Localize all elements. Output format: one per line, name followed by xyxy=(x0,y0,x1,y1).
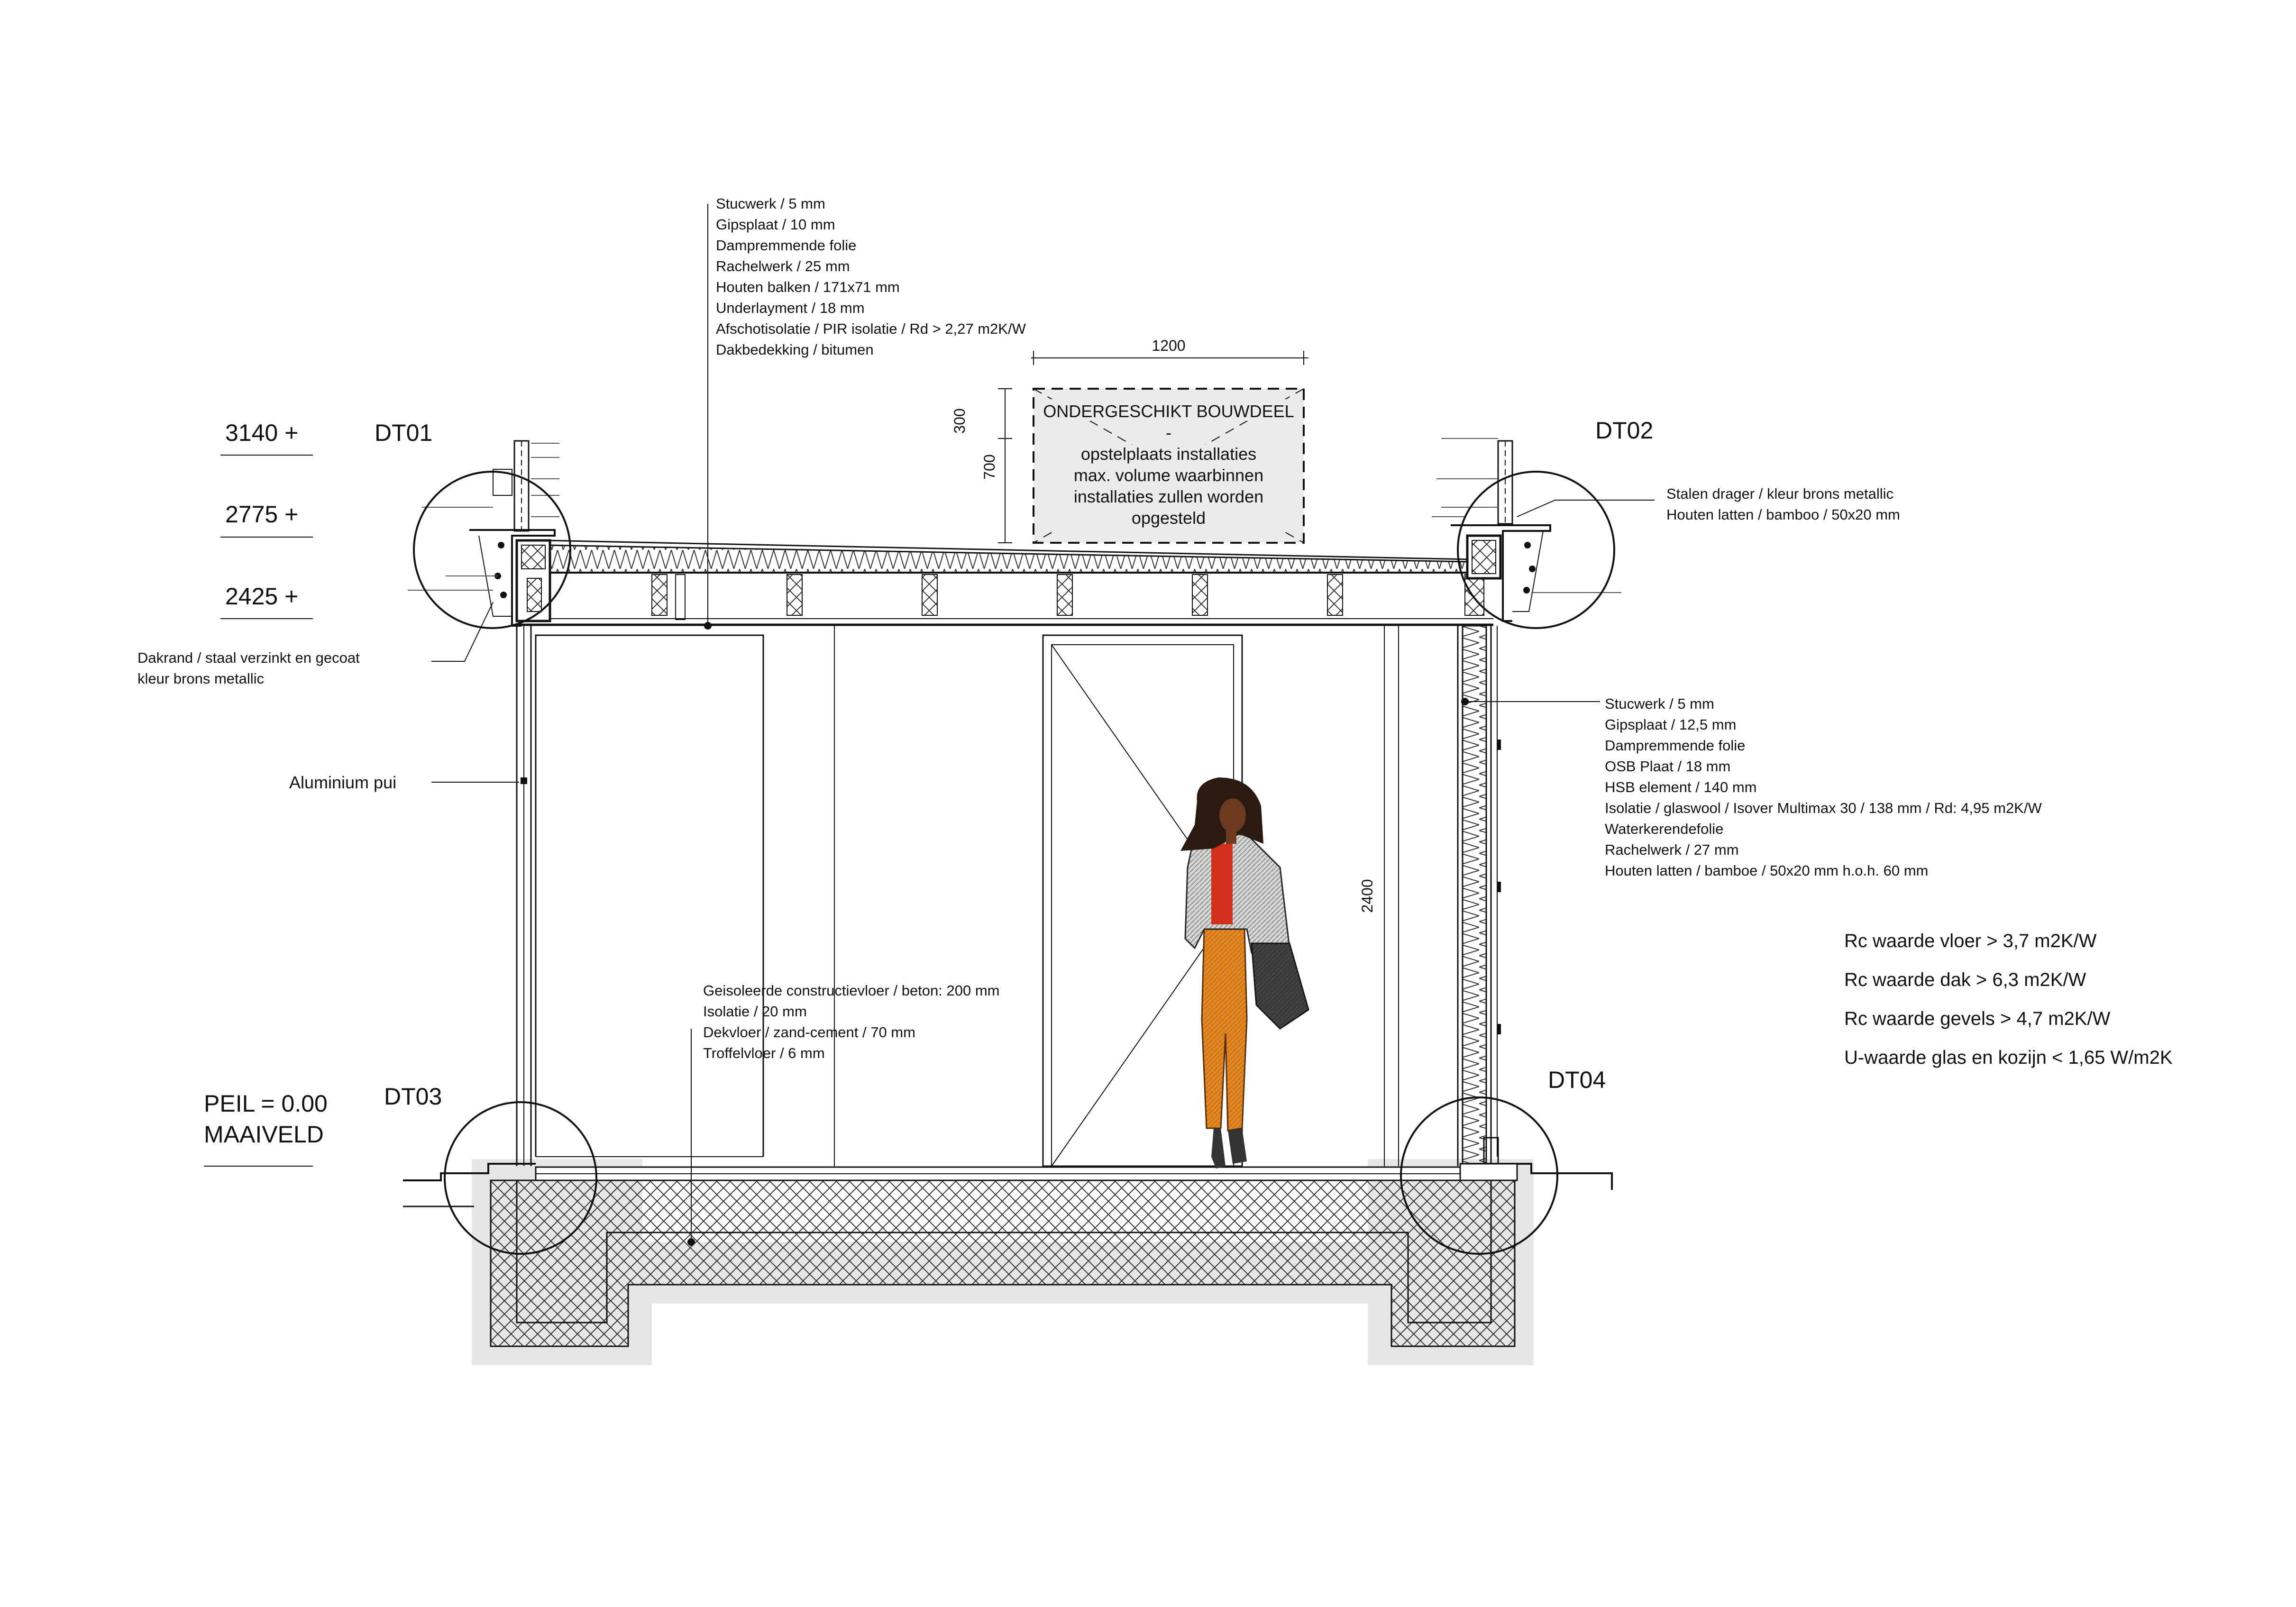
roof-spec-line: Rachelwerk / 25 mm xyxy=(716,258,850,274)
dim-room-height: 2400 xyxy=(1359,879,1376,913)
foundation xyxy=(403,1159,1613,1365)
wall-spec-line: Waterkerendefolie xyxy=(1605,821,1723,837)
wall-spec-line: Gipsplaat / 12,5 mm xyxy=(1605,716,1736,733)
maaiveld-label: MAAIVELD xyxy=(204,1121,324,1148)
aluminium-label: Aluminium pui xyxy=(289,773,396,792)
roof-spec-line: Dampremmende folie xyxy=(716,237,856,254)
roof-spec-line: Dakbedekking / bitumen xyxy=(716,341,874,358)
wall-spec-line: OSB Plaat / 18 mm xyxy=(1605,758,1730,775)
wall-spec: Stucwerk / 5 mm Gipsplaat / 12,5 mm Damp… xyxy=(1605,695,2042,879)
roof-spec-line: Afschotisolatie / PIR isolatie / Rd > 2,… xyxy=(716,320,1026,337)
rc-floor: Rc waarde vloer > 3,7 m2K/W xyxy=(1844,931,2097,951)
box-line-4: opgesteld xyxy=(1132,508,1206,528)
rc-roof: Rc waarde dak > 6,3 m2K/W xyxy=(1844,969,2086,990)
label-dt04: DT04 xyxy=(1548,1067,1606,1093)
label-dt02: DT02 xyxy=(1595,417,1653,444)
micro-annotations xyxy=(408,438,1621,593)
detail-circle-dt01[interactable] xyxy=(413,471,571,629)
roof-joists xyxy=(651,574,1484,616)
drager-label-2: Houten latten / bamboo / 50x20 mm xyxy=(1666,506,1900,523)
box-line-3: installaties zullen worden xyxy=(1074,487,1263,506)
box-title: ONDERGESCHIKT BOUWDEEL xyxy=(1043,402,1294,421)
dim-height: 700 xyxy=(981,454,998,479)
peil-label: PEIL = 0.00 xyxy=(204,1090,328,1117)
wall-spec-line: Dampremmende folie xyxy=(1605,737,1745,754)
roof-spec: Stucwerk / 5 mm Gipsplaat / 10 mm Dampre… xyxy=(716,195,1026,358)
leader-lines xyxy=(204,204,1655,1246)
dakrand-label-1: Dakrand / staal verzinkt en gecoat xyxy=(137,649,360,666)
level-3140: 3140 + xyxy=(225,420,298,446)
rc-facade: Rc waarde gevels > 4,7 m2K/W xyxy=(1844,1008,2111,1029)
floor-spec: Geisoleerde constructievloer / beton: 20… xyxy=(703,982,999,1061)
window-frame-left xyxy=(535,634,764,1157)
roof xyxy=(408,438,1621,627)
wall-spec-line: HSB element / 140 mm xyxy=(1605,779,1756,795)
label-dt03: DT03 xyxy=(384,1083,442,1110)
rc-values: Rc waarde vloer > 3,7 m2K/W Rc waarde da… xyxy=(1844,931,2173,1068)
dim-small: 300 xyxy=(951,408,968,433)
roof-spec-line: Underlayment / 18 mm xyxy=(716,300,865,316)
u-glass: U-waarde glas en kozijn < 1,65 W/m2K xyxy=(1844,1047,2173,1068)
drager-label-1: Stalen drager / kleur brons metallic xyxy=(1666,485,1894,502)
wall-spec-line: Houten latten / bamboe / 50x20 mm h.o.h.… xyxy=(1605,862,1928,879)
dim-width: 1200 xyxy=(1152,337,1185,354)
wall-insulation xyxy=(1462,625,1487,1167)
dakrand-label-2: kleur brons metallic xyxy=(137,670,264,687)
level-2775: 2775 + xyxy=(225,501,298,528)
ground-line-left xyxy=(403,1163,536,1181)
slab-outline xyxy=(516,1180,1492,1324)
level-2425: 2425 + xyxy=(225,583,298,610)
wall-spec-line: Isolatie / glaswool / Isover Multimax 30… xyxy=(1605,800,2042,816)
floor-spec-line: Geisoleerde constructievloer / beton: 20… xyxy=(703,982,999,999)
foundation-beam xyxy=(490,1179,1516,1347)
box-line-2: max. volume waarbinnen xyxy=(1074,466,1263,485)
roof-spec-line: Houten balken / 171x71 mm xyxy=(716,279,900,295)
floor-spec-line: Troffelvloer / 6 mm xyxy=(703,1045,825,1061)
dimension-lines xyxy=(998,351,1399,1166)
detail-circle-dt03[interactable] xyxy=(444,1101,597,1255)
roof-spec-line: Gipsplaat / 10 mm xyxy=(716,216,835,233)
box-line-1: opstelplaats installaties xyxy=(1081,444,1256,464)
floor-spec-line: Isolatie / 20 mm xyxy=(703,1003,807,1020)
wall-spec-line: Stucwerk / 5 mm xyxy=(1605,695,1714,712)
person-figure xyxy=(1180,777,1309,1169)
box-dash: - xyxy=(1166,423,1171,442)
floor-spec-line: Dekvloer / zand-cement / 70 mm xyxy=(703,1024,915,1041)
roof-spec-line: Stucwerk / 5 mm xyxy=(716,195,825,212)
detail-circle-dt02[interactable] xyxy=(1457,471,1615,629)
walls xyxy=(516,625,1518,1181)
label-dt01: DT01 xyxy=(375,420,432,446)
detail-circle-dt04[interactable] xyxy=(1400,1096,1558,1255)
wall-spec-line: Rachelwerk / 27 mm xyxy=(1605,841,1739,858)
